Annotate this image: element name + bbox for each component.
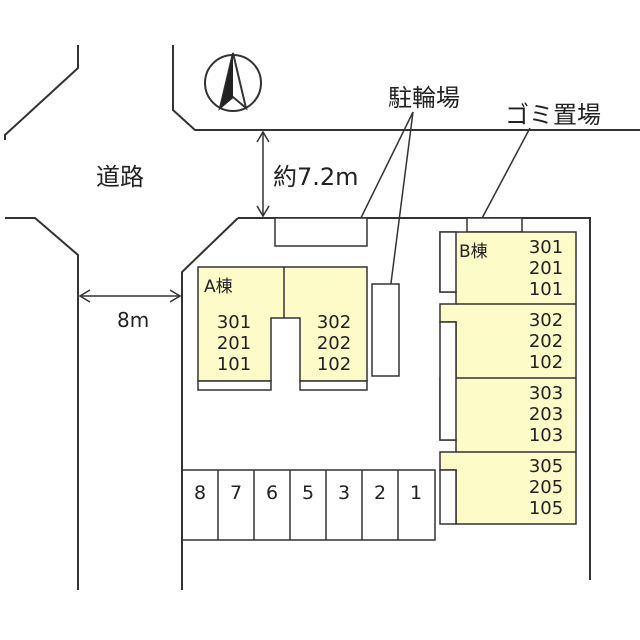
building-a-right-units: 302 202 102: [310, 312, 358, 375]
parking-slot-8: 8: [193, 482, 207, 504]
bicycle-parking-top: [274, 217, 368, 247]
unit-number: 301: [216, 312, 252, 333]
building-b-units-4: 305 205 105: [522, 456, 570, 519]
parking-slot-2: 2: [373, 482, 387, 504]
building-a-label: A棟: [204, 277, 233, 297]
building-a: [197, 266, 368, 391]
unit-number: 103: [528, 425, 564, 446]
unit-number: 105: [528, 498, 564, 519]
unit-number: 203: [528, 404, 564, 425]
unit-number: 305: [528, 456, 564, 477]
unit-number: 101: [528, 279, 564, 300]
north-arrow-icon: [204, 52, 262, 112]
unit-number: 101: [216, 354, 252, 375]
building-b-units-2: 302 202 102: [522, 310, 570, 373]
leader-bicycle-1: [355, 111, 414, 229]
unit-number: 202: [316, 333, 352, 354]
parking-slot-6: 6: [265, 482, 279, 504]
unit-number: 302: [528, 310, 564, 331]
bicycle-parking-side: [371, 283, 400, 377]
side-width-label: 8m: [117, 308, 150, 332]
garbage-area: [466, 217, 523, 233]
parking-slot-7: 7: [229, 482, 243, 504]
bicycle-parking-label: 駐輪場: [388, 84, 460, 112]
building-b-units-3: 303 203 103: [522, 383, 570, 446]
road-edge-upper-right: [172, 45, 640, 131]
road-edge-upper-left: [4, 45, 79, 140]
leader-garbage: [479, 127, 531, 223]
parking-slot-1: 1: [409, 482, 423, 504]
building-b-label: B棟: [459, 242, 488, 262]
building-b: [439, 231, 577, 525]
unit-number: 303: [528, 383, 564, 404]
unit-number: 302: [316, 312, 352, 333]
unit-number: 201: [528, 258, 564, 279]
parking-slot-5: 5: [301, 482, 315, 504]
unit-number: 201: [216, 333, 252, 354]
parking-slot-3: 3: [337, 482, 351, 504]
garbage-label: ゴミ置場: [505, 101, 601, 129]
unit-number: 205: [528, 477, 564, 498]
building-a-left-units: 301 201 101: [210, 312, 258, 375]
road-edge-lower-left: [5, 217, 79, 590]
unit-number: 102: [316, 354, 352, 375]
building-b-units-1: 301 201 101: [522, 237, 570, 300]
unit-number: 102: [528, 352, 564, 373]
unit-number: 301: [528, 237, 564, 258]
unit-number: 202: [528, 331, 564, 352]
road-width-label: 約7.2m: [273, 163, 359, 191]
parking-area: [181, 469, 436, 541]
road-label: 道路: [96, 163, 144, 191]
